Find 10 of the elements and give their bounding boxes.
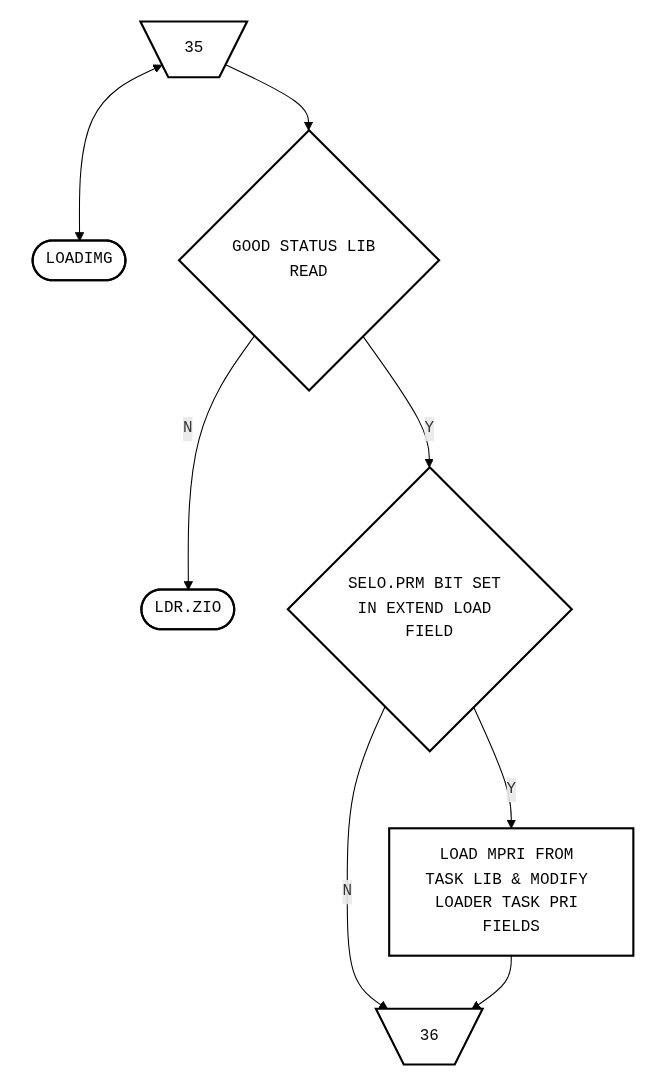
edge-label: N: [341, 882, 352, 901]
node-diamond: GOOD STATUS LIB READ: [177, 128, 441, 392]
node-diamond: SELO.PRM BIT SET IN EXTEND LOAD FIELD: [285, 465, 573, 753]
edge-label: Y: [505, 780, 516, 799]
arrow: [225, 64, 313, 131]
edge-label: Y: [423, 419, 434, 438]
node-box: LOAD MPRI FROM TASK LIB & MODIFY LOADER TASK PRI FIELDS: [387, 827, 634, 957]
arrow: [472, 706, 516, 829]
arrow: [361, 335, 434, 468]
edge-label: N: [182, 419, 193, 438]
